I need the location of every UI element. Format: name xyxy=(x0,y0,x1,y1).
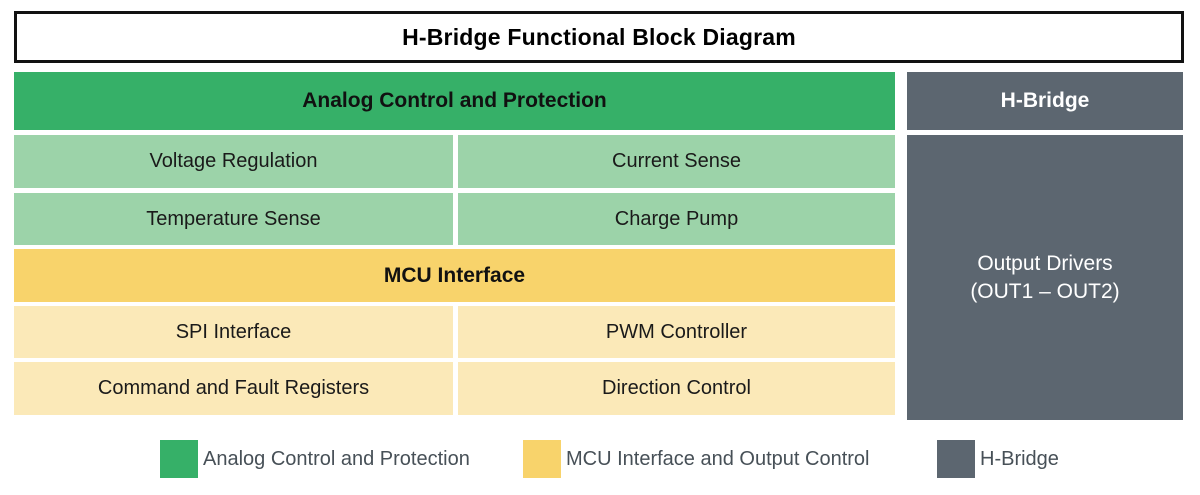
mcu-section-header: MCU Interface xyxy=(14,249,895,302)
block-label: Charge Pump xyxy=(614,207,739,230)
output-drivers-line2: (OUT1 – OUT2) xyxy=(970,279,1120,303)
diagram-title-bar: H-Bridge Functional Block Diagram xyxy=(14,11,1184,63)
block-spi-interface: SPI Interface xyxy=(14,306,453,358)
analog-section-header-label: Analog Control and Protection xyxy=(302,89,607,112)
mcu-section-header-label: MCU Interface xyxy=(383,263,526,287)
analog-section-header: Analog Control and Protection xyxy=(14,72,895,130)
block-pwm-controller: PWM Controller xyxy=(458,306,895,358)
block-label: Current Sense xyxy=(612,150,741,172)
legend-swatch-green xyxy=(160,440,198,478)
legend-item-mcu: MCU Interface and Output Control xyxy=(523,440,869,478)
block-command-fault-registers: Command and Fault Registers xyxy=(14,362,453,415)
block-label: Command and Fault Registers xyxy=(97,377,370,399)
block-charge-pump: Charge Pump xyxy=(458,193,895,245)
legend-item-analog: Analog Control and Protection xyxy=(160,440,470,478)
legend-label: MCU Interface and Output Control xyxy=(566,447,870,470)
hbridge-column-header: H-Bridge xyxy=(907,72,1183,130)
legend-label: Analog Control and Protection xyxy=(203,447,470,470)
block-label: PWM Controller xyxy=(605,320,748,343)
hbridge-column-header-label: H-Bridge xyxy=(1000,89,1090,112)
block-direction-control: Direction Control xyxy=(458,362,895,415)
legend-label: H-Bridge xyxy=(980,447,1059,470)
output-drivers-line1: Output Drivers xyxy=(977,252,1113,276)
block-label: Direction Control xyxy=(602,377,751,399)
legend-swatch-yellow xyxy=(523,440,561,478)
block-label: SPI Interface xyxy=(175,320,292,343)
page-title: H-Bridge Functional Block Diagram xyxy=(402,23,796,50)
block-current-sense: Current Sense xyxy=(458,135,895,188)
block-temperature-sense: Temperature Sense xyxy=(14,193,453,245)
block-label: Temperature Sense xyxy=(146,207,321,230)
block-output-drivers: Output Drivers (OUT1 – OUT2) xyxy=(907,135,1183,420)
block-voltage-regulation: Voltage Regulation xyxy=(14,135,453,188)
legend-item-hbridge: H-Bridge xyxy=(937,440,1059,478)
block-label: Voltage Regulation xyxy=(149,150,318,172)
legend-swatch-gray xyxy=(937,440,975,478)
